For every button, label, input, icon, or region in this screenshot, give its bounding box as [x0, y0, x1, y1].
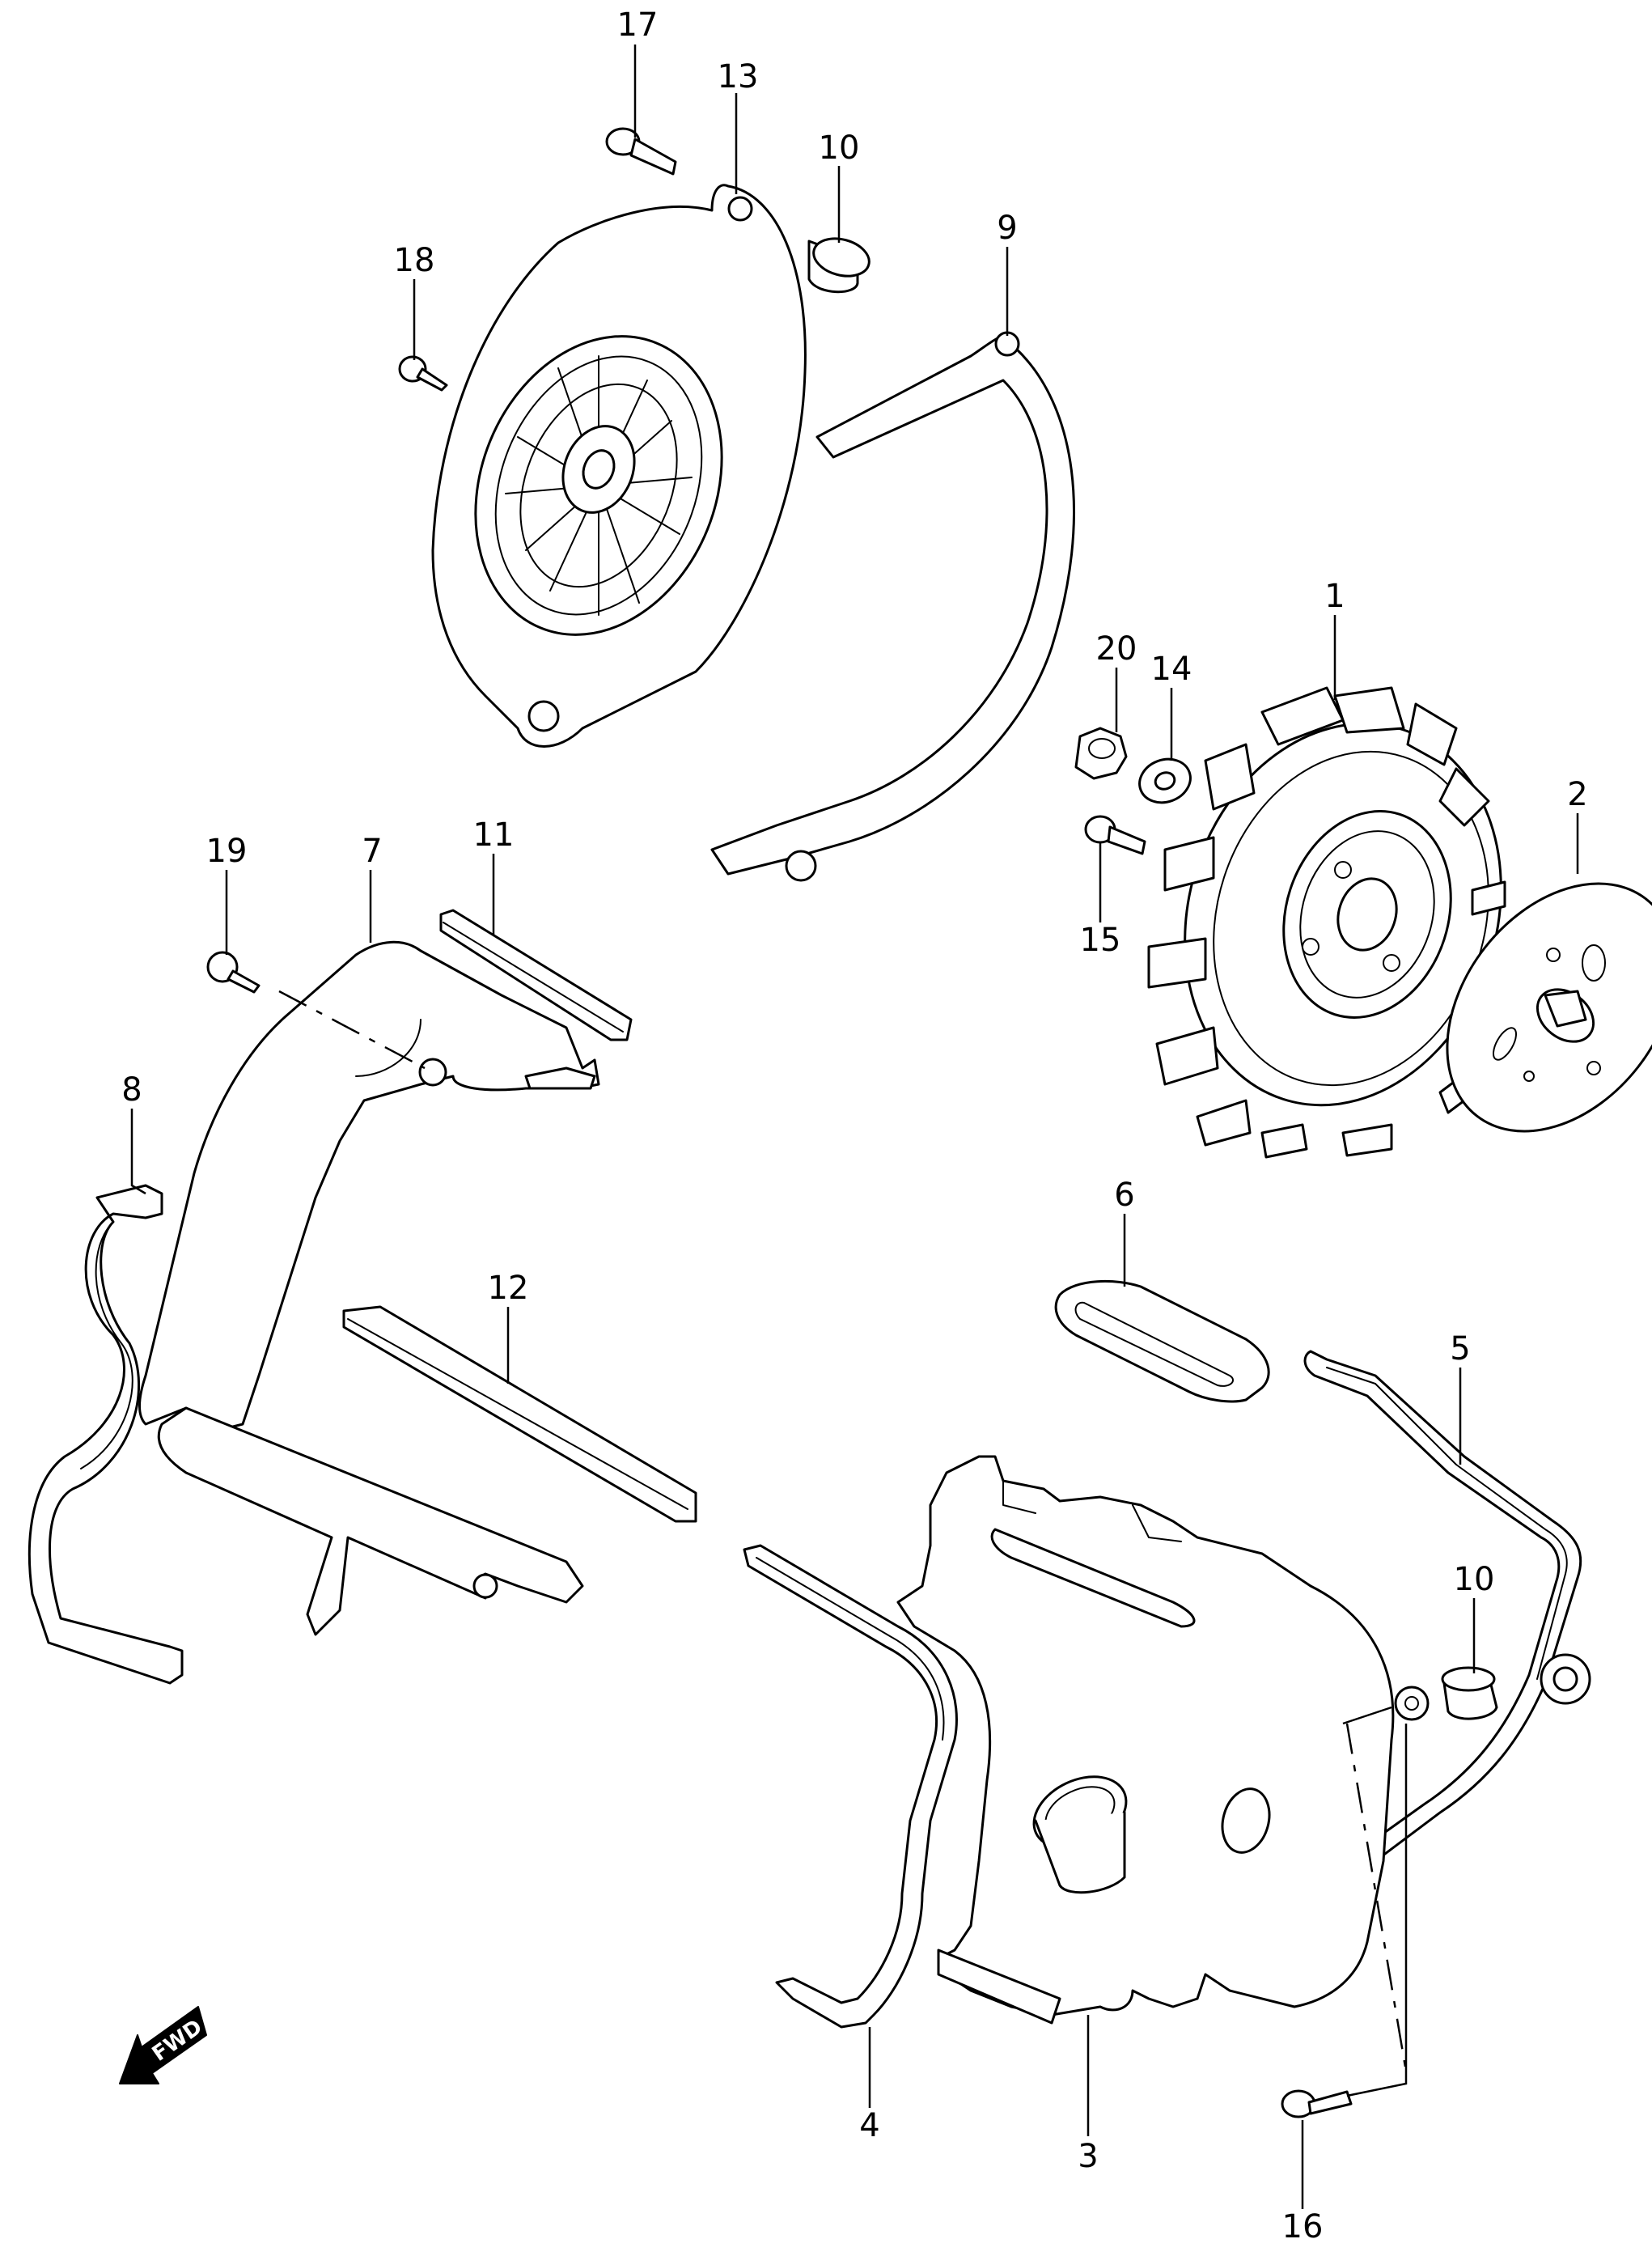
- part-11-strip: [439, 909, 633, 1041]
- callout-6: 6: [1114, 1177, 1134, 1214]
- callout-18: 18: [394, 242, 435, 279]
- part-1-fan-blades: [1147, 686, 1510, 1159]
- callout-11: 11: [473, 816, 515, 854]
- fwd-arrow-icon: [119, 2006, 207, 2084]
- callout-12: 12: [488, 1270, 529, 1307]
- part-15-bolt: [1084, 815, 1146, 855]
- part-3-main-housing: [896, 1455, 1430, 2025]
- part-4-seal-strip-bottom: [743, 1544, 958, 2029]
- callout-8: 8: [121, 1071, 142, 1109]
- callout-13: 13: [718, 58, 759, 95]
- callout-10-bottom: 10: [1454, 1561, 1495, 1598]
- callout-labels: 17 13 10 18 9 1 20 14 2 15 19 7 11 8 6 1…: [121, 6, 1587, 2245]
- callout-3: 3: [1078, 2138, 1098, 2175]
- callout-17: 17: [617, 6, 659, 44]
- part-14-washer: [1138, 757, 1192, 804]
- callout-10-top: 10: [819, 129, 860, 167]
- part-8-seal-strip-left: [28, 1184, 184, 1685]
- fwd-direction-marker: FWD: [119, 2006, 207, 2084]
- part-6-gasket: [1054, 1280, 1270, 1403]
- callout-5: 5: [1450, 1330, 1470, 1368]
- part-7-upper-cover: [138, 940, 600, 1636]
- part-20-nut: [1074, 727, 1128, 780]
- callout-4: 4: [859, 2107, 879, 2144]
- callout-1: 1: [1324, 578, 1345, 615]
- part-10-spacer-top: [807, 237, 870, 294]
- callout-16: 16: [1282, 2208, 1324, 2245]
- part-2-plate: [1446, 882, 1652, 1133]
- callout-2: 2: [1567, 776, 1587, 813]
- part-13-fan-cover: [431, 184, 807, 748]
- part-16-bolt: [1281, 2089, 1353, 2118]
- callout-20: 20: [1096, 630, 1137, 668]
- callout-19: 19: [206, 833, 248, 870]
- part-9-band-seal: [710, 331, 1075, 882]
- part-1-flywheel-fan: [1147, 686, 1510, 1159]
- part-12-long-strip: [342, 1305, 697, 1523]
- callout-9: 9: [997, 210, 1017, 247]
- callout-15: 15: [1080, 922, 1121, 959]
- callout-14: 14: [1151, 651, 1192, 688]
- callout-7: 7: [362, 833, 382, 870]
- part-19-screw: [206, 951, 261, 994]
- part-5-seal-strip-right: [1303, 1350, 1591, 1871]
- part-18-screw: [398, 355, 448, 392]
- part-17-bolt: [605, 127, 677, 176]
- part-10-spacer-bottom: [1441, 1666, 1498, 1720]
- leader-lines: [130, 45, 1579, 2209]
